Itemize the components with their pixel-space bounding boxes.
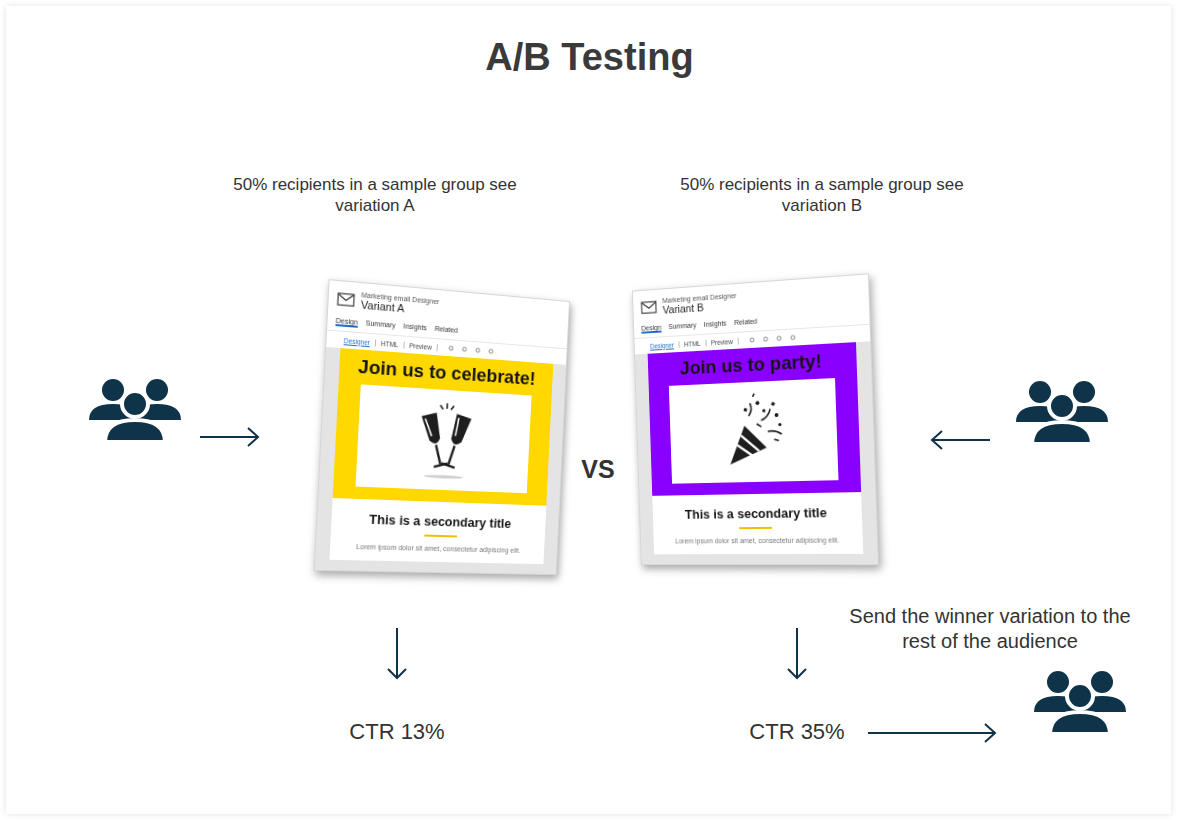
toolbar-icons <box>445 344 502 356</box>
email-canvas: Join us to party!This is a secondary tit… <box>635 341 878 564</box>
tool-text: Designer <box>645 341 679 350</box>
subtitle-text: This is a secondary title <box>339 511 538 532</box>
email-body: This is a secondary titleLorem ipsum dol… <box>652 492 863 554</box>
tool-text: HTML <box>376 339 405 348</box>
page-panel <box>6 6 1171 814</box>
accent-bar <box>424 535 457 538</box>
tab-text: Summary <box>365 319 395 331</box>
email-canvas: Join us to celebrate!This is a secondary… <box>315 347 566 574</box>
tool-text: HTML <box>679 339 706 347</box>
email-image <box>669 378 839 484</box>
winner-note: Send the winner variation to the rest of… <box>835 604 1145 654</box>
body-text: Lorem ipsum dolor sit amet, consectetur … <box>661 536 855 544</box>
ctr-result: CTR 13% <box>322 718 472 746</box>
tab-text: Related <box>434 325 458 336</box>
email-preview: Marketing email DesignerVariant ADesign S… <box>314 279 570 575</box>
email-illustration <box>405 398 486 482</box>
audience-icon <box>1016 381 1108 444</box>
body-text: Lorem ipsum dolor sit amet, consectetur … <box>338 542 537 554</box>
email-image <box>356 384 532 493</box>
email-banner: Join us to party! <box>648 342 862 496</box>
tab-text: Design <box>335 317 357 328</box>
versus-mark: VS <box>573 454 623 485</box>
toolbar-icons <box>746 333 805 344</box>
tab-text: Insights <box>704 320 727 330</box>
email-banner: Join us to celebrate! <box>333 348 554 506</box>
tool-text: Preview <box>404 341 438 351</box>
audience-icon <box>89 379 181 442</box>
tool-text: Preview <box>706 337 739 346</box>
ctr-result: CTR 35% <box>722 718 872 746</box>
subtitle-text: This is a secondary title <box>660 505 854 523</box>
tab-text: Design <box>641 324 661 334</box>
tab-text: Related <box>734 318 757 328</box>
email-illustration <box>712 390 792 473</box>
tool-text: Designer <box>339 336 377 346</box>
tab-text: Summary <box>668 321 696 332</box>
mail-icon <box>640 300 657 316</box>
diagram-title: A/B Testing <box>0 36 1179 79</box>
email-body: This is a secondary titleLorem ipsum dol… <box>329 498 546 564</box>
accent-bar <box>739 527 772 529</box>
audience-icon <box>1034 671 1126 734</box>
email-preview: Marketing email DesignerVariant B Design S… <box>632 273 879 565</box>
mail-icon <box>336 291 355 308</box>
window-header: Marketing email DesignerVariant B <box>633 274 869 321</box>
group-heading: 50% recipients in a sample group see var… <box>230 174 520 217</box>
tab-text: Insights <box>403 322 427 333</box>
group-heading: 50% recipients in a sample group see var… <box>677 174 967 217</box>
window-header: Marketing email DesignerVariant A <box>328 280 569 332</box>
